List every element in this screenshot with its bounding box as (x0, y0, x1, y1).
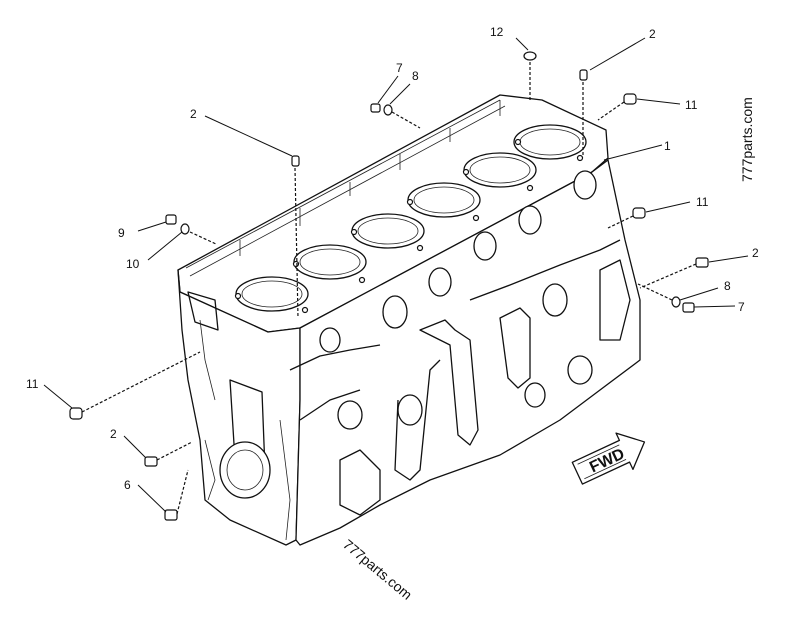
cylinder-block (177, 94, 641, 546)
callout-10: 10 (126, 257, 140, 271)
side-face-bosses (319, 170, 597, 430)
callout-6: 6 (124, 478, 131, 492)
plug-11a (623, 93, 637, 105)
callout-7-top: 7 (396, 61, 403, 75)
loose-parts (69, 51, 709, 521)
dowel-2b (291, 155, 300, 167)
callout-1: 1 (664, 139, 671, 153)
plug-6 (164, 509, 178, 521)
plug-9 (165, 214, 177, 225)
callout-7-right: 7 (738, 300, 745, 314)
dowel-2d (144, 456, 158, 467)
deck-bolt-holes (234, 138, 584, 314)
washer-8a (383, 104, 393, 116)
oring-12 (523, 51, 537, 61)
side-face-ribs (289, 239, 631, 516)
washer-8b (671, 296, 681, 308)
callout-11-top-right: 11 (685, 98, 698, 112)
leader-lines (43, 37, 749, 513)
callout-2-lower-left: 2 (110, 427, 117, 441)
plug-11c (69, 407, 83, 420)
callout-8-top: 8 (412, 69, 419, 83)
callout-2-right: 2 (752, 246, 759, 260)
watermark-side: 777parts.com (739, 97, 755, 182)
dowel-2a (579, 69, 588, 81)
fwd-arrow-icon (571, 432, 646, 485)
callout-2-top-right: 2 (649, 27, 656, 41)
callout-labels: 12 2 7 8 11 2 1 11 9 10 2 8 7 11 2 6 (26, 25, 759, 492)
callout-11-right: 11 (696, 195, 709, 209)
cylinder-bores (235, 124, 587, 312)
callout-11-left: 11 (26, 377, 39, 391)
plug-7a (370, 103, 381, 113)
plug-11b (632, 207, 646, 219)
washer-10 (180, 223, 190, 235)
callout-12: 12 (490, 25, 504, 39)
forward-direction-indicator: FWD (571, 432, 646, 485)
callout-8-right: 8 (724, 279, 731, 293)
dowel-2c (695, 257, 709, 268)
callout-9: 9 (118, 226, 125, 240)
plug-7b (682, 302, 695, 313)
callout-2-upper-left: 2 (190, 107, 197, 121)
block-side-face (295, 159, 641, 546)
watermark-bottom: 777parts.com (340, 536, 415, 603)
